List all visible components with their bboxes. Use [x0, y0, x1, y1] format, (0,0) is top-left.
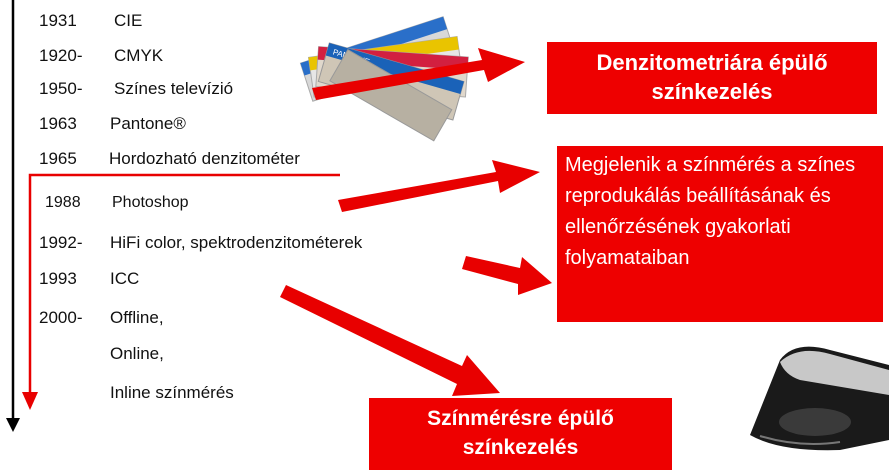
densitometry-text: Denzitometriára épülő színkezelés	[596, 50, 828, 104]
red-era-bracket-arrowhead	[22, 392, 38, 410]
timeline-year: 1992-	[39, 233, 83, 252]
timeline-event: HiFi color, spektrodenzitométerek	[110, 233, 363, 252]
timeline-event: Photoshop	[112, 194, 189, 211]
timeline-event: ICC	[110, 269, 140, 288]
arrow-to-densitometry	[312, 48, 525, 100]
timeline-year: 1950-	[39, 79, 83, 98]
colorimetry-text: Színmérésre épülő színkezelés	[427, 407, 614, 459]
densitometry-box: Denzitometriára épülő színkezelés	[547, 42, 877, 114]
timeline-year: 1965	[39, 149, 77, 168]
timeline-year: 2000-	[39, 308, 83, 327]
arrow-to-colorimetry	[280, 285, 500, 396]
colorimetry-box: Színmérésre épülő színkezelés	[369, 398, 672, 470]
timeline-year: 1988	[45, 194, 81, 211]
timeline-event: Hordozható denzitométer	[109, 149, 300, 168]
timeline-event: CIE	[114, 11, 143, 30]
timeline-event: Offline,	[110, 308, 164, 327]
timeline-event: Online,	[110, 344, 164, 363]
timeline-event: Inline színmérés	[110, 383, 234, 402]
timeline-year: 1963	[39, 114, 77, 133]
red-era-bracket	[28, 173, 340, 395]
timeline-year: 1931	[39, 11, 77, 30]
colorimetry-intro-box: Megjelenik a színmérés a színes reproduk…	[557, 146, 883, 322]
timeline-axis-arrowhead	[6, 418, 20, 432]
timeline-event: Színes televízió	[114, 79, 234, 98]
timeline-year: 1993	[39, 269, 77, 288]
timeline-event: Pantone®	[110, 114, 186, 133]
arrow-from-1992	[462, 256, 552, 295]
timeline-year: 1920-	[39, 46, 83, 65]
colorimetry-intro-text: Megjelenik a színmérés a színes reproduk…	[565, 154, 856, 269]
arrow-to-colorimetry-intro	[338, 160, 540, 212]
timeline-event: CMYK	[114, 46, 164, 65]
